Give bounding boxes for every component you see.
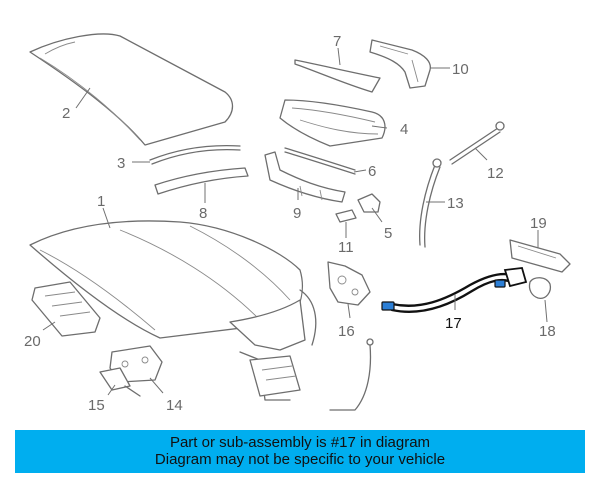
part-11-block <box>335 209 357 223</box>
banner-line-part-number: Part or sub-assembly is #17 in diagram <box>169 434 431 451</box>
part-12-strut-rod <box>449 121 505 165</box>
callout-5: 5 <box>384 225 392 242</box>
part-19-handle <box>509 239 571 273</box>
callout-4: 4 <box>400 121 408 138</box>
lower-cable <box>329 338 374 411</box>
part-10-bracket <box>369 39 431 89</box>
callout-16: 16 <box>338 323 355 340</box>
part-2-roof-panel <box>29 33 234 146</box>
callout-17: 17 <box>445 315 462 332</box>
part-5-clip <box>357 193 381 213</box>
part-1-roof-assembly <box>29 220 317 401</box>
callout-15: 15 <box>88 397 105 414</box>
part-13-gas-spring <box>419 158 442 248</box>
callout-12: 12 <box>487 165 504 182</box>
callout-18: 18 <box>539 323 556 340</box>
callout-14: 14 <box>166 397 183 414</box>
banner-line-disclaimer: Diagram may not be specific to your vehi… <box>154 451 446 468</box>
part-16-latch <box>327 261 371 306</box>
part-15-small-latch <box>99 367 141 397</box>
part-9-side-rail <box>264 151 346 203</box>
leader-lines <box>42 47 548 396</box>
part-6-seal-strip <box>284 147 356 175</box>
part-3-seal-strip <box>149 144 241 165</box>
part-17-release-cable <box>381 267 528 313</box>
callout-9: 9 <box>293 205 301 222</box>
callout-7: 7 <box>333 33 341 50</box>
part-20-tray <box>31 281 101 337</box>
callout-2: 2 <box>62 105 70 122</box>
callout-20: 20 <box>24 333 41 350</box>
callout-6: 6 <box>368 163 376 180</box>
callout-3: 3 <box>117 155 125 172</box>
part-7-trim-strip <box>294 59 381 93</box>
callout-11: 11 <box>338 239 354 256</box>
part-18-cap <box>528 277 552 299</box>
part-4-rear-channel <box>279 99 386 147</box>
callout-8: 8 <box>199 205 207 222</box>
callout-1: 1 <box>97 193 105 210</box>
callout-19: 19 <box>530 215 547 232</box>
callout-13: 13 <box>447 195 464 212</box>
info-banner: Part or sub-assembly is #17 in diagram D… <box>15 430 585 473</box>
callout-labels: 1 2 3 4 5 6 7 8 9 10 11 12 13 14 15 16 1… <box>24 33 556 414</box>
part-8-curved-rail <box>154 167 249 195</box>
callout-10: 10 <box>452 61 469 78</box>
